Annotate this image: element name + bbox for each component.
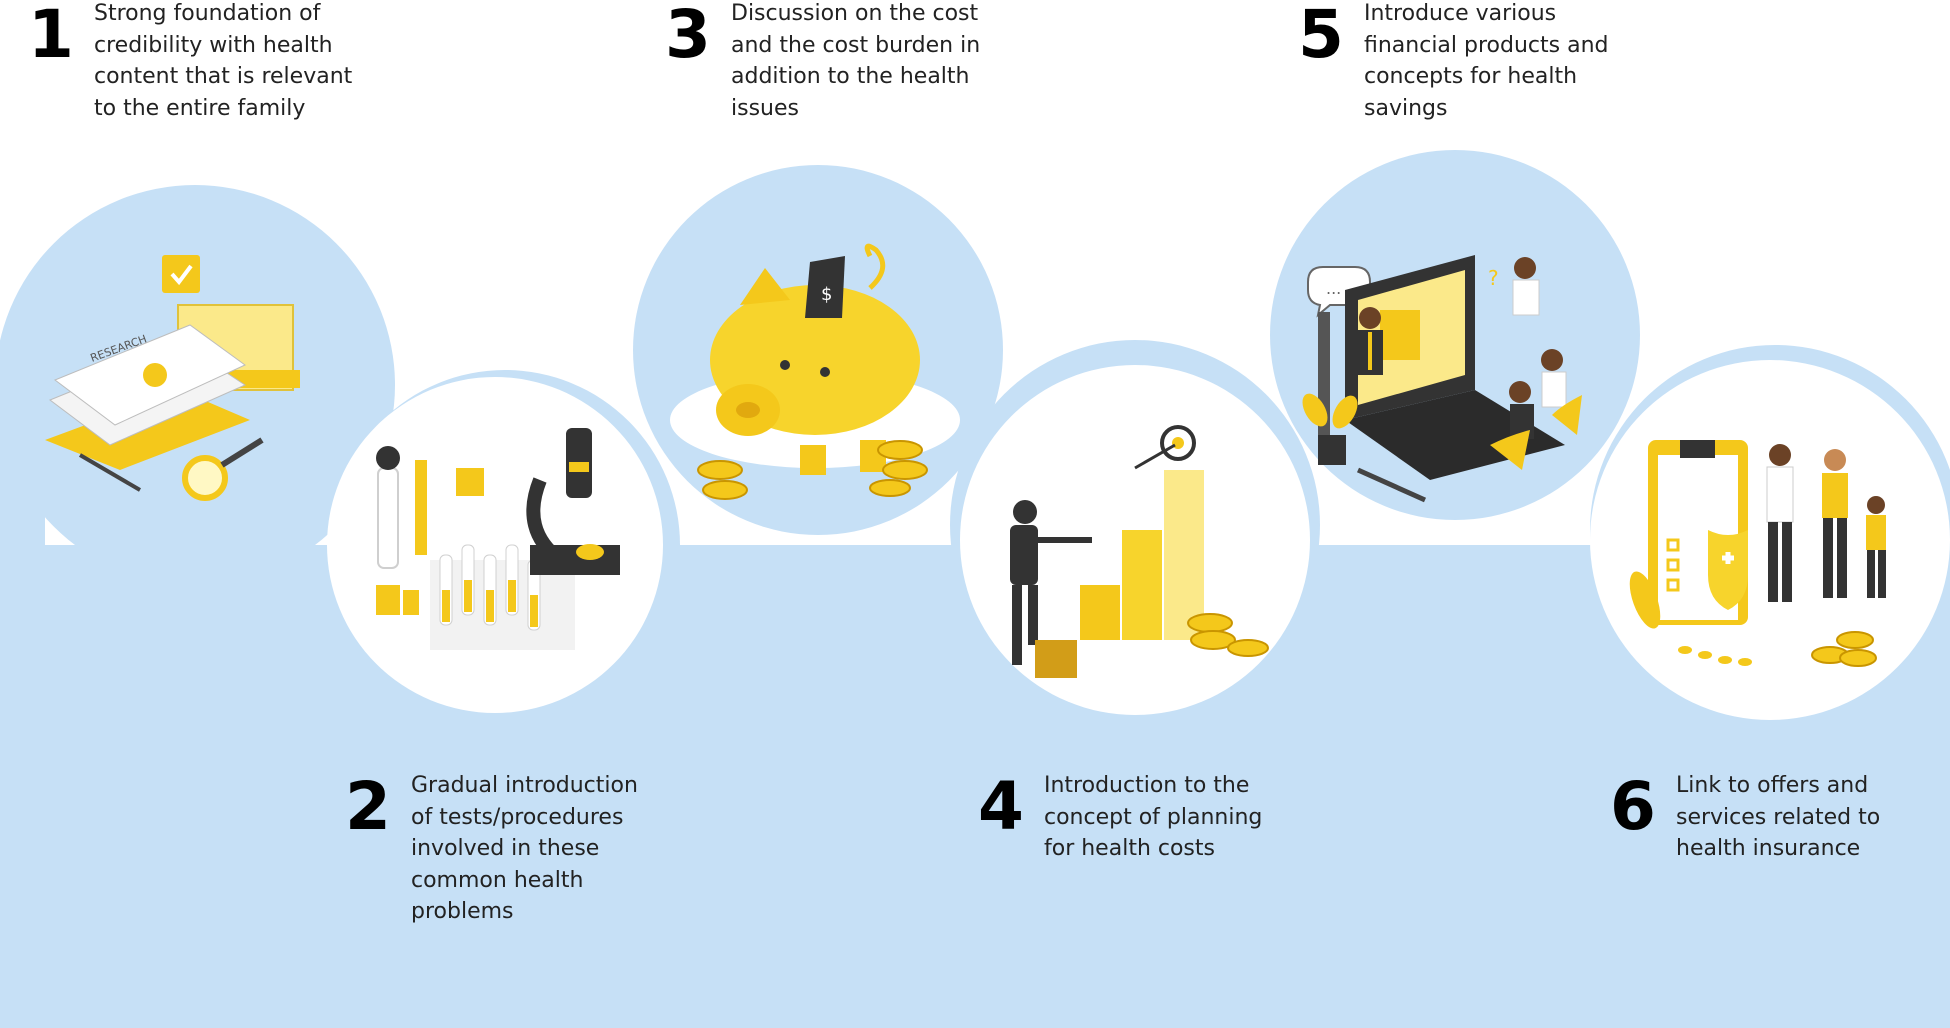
health-insurance-icon <box>1629 440 1886 667</box>
step-number: 6 <box>1610 768 1656 845</box>
step-text: Gradual introduction of tests/procedures… <box>411 773 638 924</box>
step-1: 1 Strong foundation of credibility with … <box>28 0 353 124</box>
step-2: 2 Gradual introduction of tests/procedur… <box>345 768 638 928</box>
step-4: 4 Introduction to the concept of plannin… <box>978 768 1262 865</box>
step-5: 5 Introduce various financial products a… <box>1298 0 1609 124</box>
step-number: 1 <box>28 0 74 73</box>
step-number: 5 <box>1298 0 1344 73</box>
step-text: Discussion on the cost and the cost burd… <box>731 1 981 121</box>
step-3: 3 Discussion on the cost and the cost bu… <box>665 0 981 124</box>
step-number: 3 <box>665 0 711 73</box>
lab-microscope-icon <box>376 428 620 650</box>
step-text: Introduction to the concept of planning … <box>1044 773 1263 861</box>
step-text: Strong foundation of credibility with he… <box>94 1 353 121</box>
research-documents-icon: RESEARCH <box>45 255 300 501</box>
growth-chart-icon <box>1010 425 1269 678</box>
step-6: 6 Link to offers and services related to… <box>1610 768 1880 865</box>
speech-bubble-text: ... <box>1326 279 1341 298</box>
step-number: 2 <box>345 768 391 845</box>
coin-symbol: $ <box>821 284 832 305</box>
step-number: 4 <box>978 768 1024 845</box>
piggy-bank-icon: $ <box>670 243 960 500</box>
online-meeting-icon: ... ? <box>1302 255 1582 503</box>
step-text: Link to offers and services related to h… <box>1676 773 1881 861</box>
question-mark: ? <box>1488 266 1499 290</box>
step-text: Introduce various financial products and… <box>1364 1 1609 121</box>
